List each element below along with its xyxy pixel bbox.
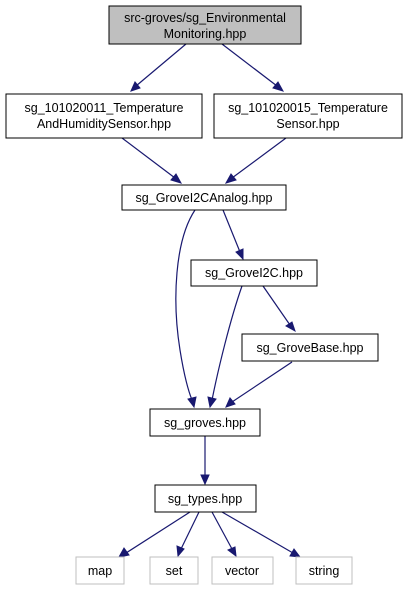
node-label: sg_GroveI2CAnalog.hpp	[136, 191, 273, 205]
edge-i2c-to-grove-base	[262, 285, 291, 326]
node-label: map	[88, 564, 112, 578]
node-map: map	[75, 556, 125, 585]
node-sg-grove-base[interactable]: sg_GroveBase.hpp	[241, 333, 379, 362]
node-sg-types[interactable]: sg_types.hpp	[154, 484, 257, 513]
node-label: string	[309, 564, 340, 578]
node-string: string	[295, 556, 353, 585]
arrowhead	[118, 547, 130, 558]
edge-types-to-set	[180, 511, 200, 550]
edge-types-to-string	[221, 511, 294, 554]
node-label: set	[166, 564, 183, 578]
arrowhead	[289, 548, 302, 558]
node-label: sg_types.hpp	[168, 492, 242, 506]
node-label-line-2: Monitoring.hpp	[164, 27, 247, 41]
edge-types-to-vector	[211, 511, 233, 550]
arrowhead	[227, 546, 237, 558]
arrowhead	[272, 81, 285, 92]
edge-temp-sensor-to-i2c-analog	[231, 137, 287, 179]
arrowhead	[224, 173, 237, 184]
node-label: sg_groves.hpp	[164, 416, 246, 430]
node-set: set	[149, 556, 199, 585]
arrowhead	[187, 396, 197, 409]
node-sg-grove-i2c-analog[interactable]: sg_GroveI2CAnalog.hpp	[121, 184, 287, 211]
node-label-line-2: AndHumiditySensor.hpp	[37, 117, 171, 131]
edges	[118, 43, 302, 558]
node-sg-groves[interactable]: sg_groves.hpp	[149, 408, 261, 437]
node-sg-101020011-temperature-and-humidity-sensor[interactable]: sg_101020011_Temperature AndHumiditySens…	[5, 93, 203, 139]
edge-temp-humidity-to-i2c-analog	[121, 137, 176, 179]
edge-root-to-temp-humidity	[135, 43, 187, 87]
node-sg-101020015-temperature-sensor[interactable]: sg_101020015_Temperature Sensor.hpp	[213, 93, 403, 139]
edge-grove-base-to-groves	[231, 361, 293, 403]
node-vector: vector	[211, 556, 274, 585]
edge-i2c-analog-to-i2c	[222, 209, 241, 253]
node-label-line-2: Sensor.hpp	[276, 117, 339, 131]
arrowhead	[176, 545, 185, 558]
arrowhead	[285, 321, 296, 333]
edge-root-to-temp-sensor	[221, 43, 278, 87]
node-sg-environmental-monitoring[interactable]: src-groves/sg_Environmental Monitoring.h…	[108, 5, 302, 45]
edge-types-to-map	[125, 511, 191, 554]
node-label: sg_GroveI2C.hpp	[205, 266, 303, 280]
arrowhead	[170, 173, 183, 184]
arrowhead	[235, 248, 244, 261]
arrowhead	[207, 396, 217, 409]
node-label-line-1: src-groves/sg_Environmental	[124, 11, 286, 25]
node-label-line-1: sg_101020011_Temperature	[25, 101, 184, 115]
node-label: sg_GroveBase.hpp	[256, 341, 363, 355]
arrowhead	[130, 81, 141, 92]
node-sg-grove-i2c[interactable]: sg_GroveI2C.hpp	[190, 259, 318, 287]
node-label-line-1: sg_101020015_Temperature	[228, 101, 388, 115]
node-label: vector	[225, 564, 259, 578]
arrowhead	[225, 397, 236, 408]
edge-i2c-analog-to-groves	[175, 209, 196, 401]
edge-i2c-to-groves	[211, 285, 243, 401]
arrowhead	[200, 474, 210, 486]
